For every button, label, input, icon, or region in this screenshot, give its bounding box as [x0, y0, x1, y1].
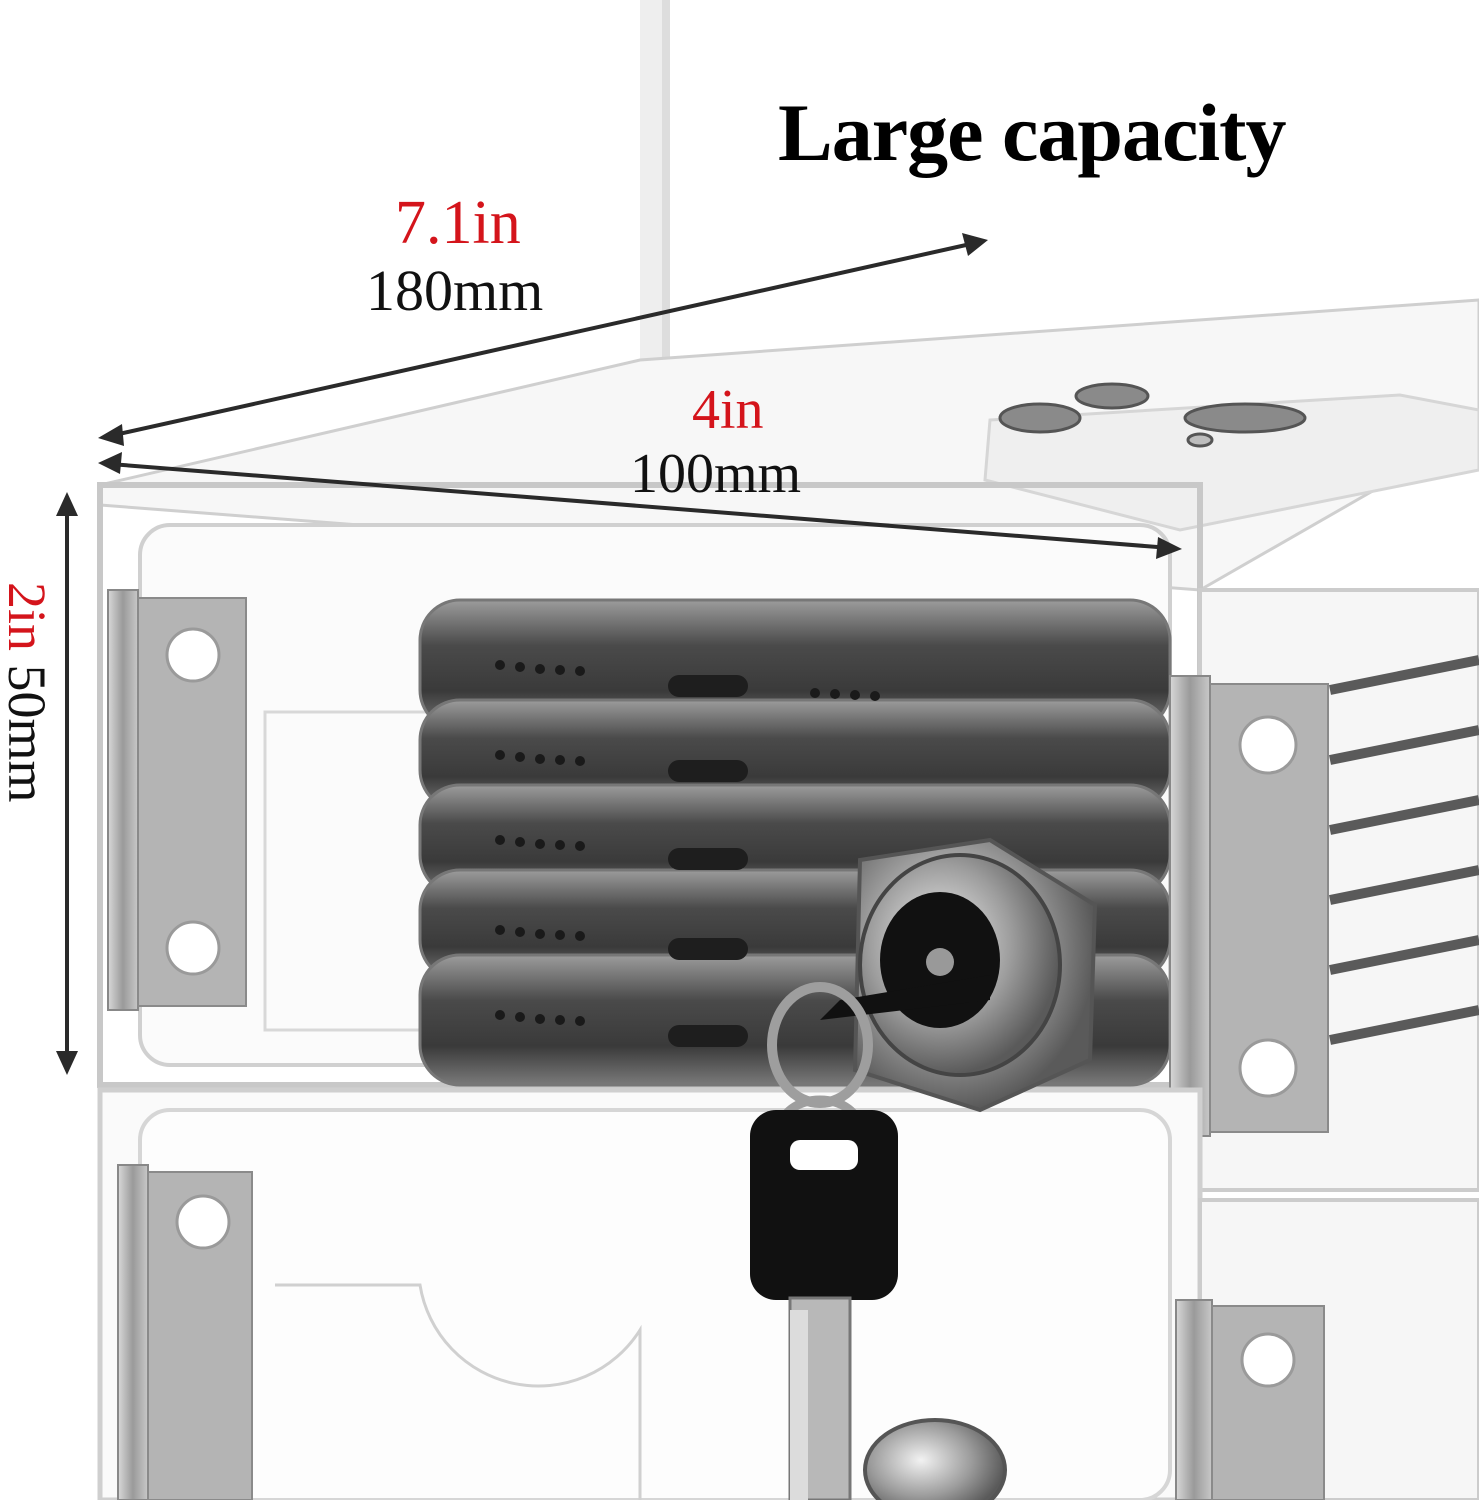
cam-lock [852, 837, 1098, 1113]
length-inches-label: 7.1in [395, 189, 521, 257]
right-upper-hinge [1169, 675, 1329, 1137]
width-inches-label: 4in [692, 379, 764, 441]
dimension-arrows [56, 233, 1182, 1075]
height-inches-label: 2in [0, 582, 57, 652]
height-mm-label: 50mm [0, 664, 57, 803]
right-lower-hinge [1175, 1299, 1325, 1500]
lower-lock-cylinder [863, 1418, 1007, 1500]
width-mm-label: 100mm [630, 443, 802, 505]
headline: Large capacity [778, 87, 1286, 178]
left-upper-hinge [107, 589, 247, 1011]
camera-lens-group [998, 382, 1307, 448]
height-label: 2in 50mm [0, 582, 57, 803]
left-lower-hinge [117, 1164, 253, 1500]
key-with-ring [750, 975, 990, 1500]
back-acrylic-panel [640, 0, 662, 370]
length-mm-label: 180mm [366, 258, 544, 323]
